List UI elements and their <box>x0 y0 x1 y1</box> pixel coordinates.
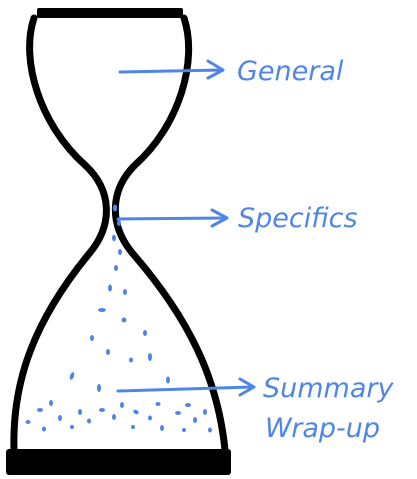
label-specifics: Specifics <box>238 203 358 234</box>
hourglass-top-cap <box>37 8 183 18</box>
arrow-specifics <box>118 210 227 226</box>
arrow-general <box>120 61 223 78</box>
hourglass-bottom-cap <box>6 449 231 475</box>
label-wrap-up: Wrap-up <box>265 413 380 444</box>
hourglass-outline <box>14 18 225 450</box>
label-summary: Summary <box>263 373 394 404</box>
label-general: General <box>237 56 344 87</box>
arrow-summary <box>118 379 254 395</box>
